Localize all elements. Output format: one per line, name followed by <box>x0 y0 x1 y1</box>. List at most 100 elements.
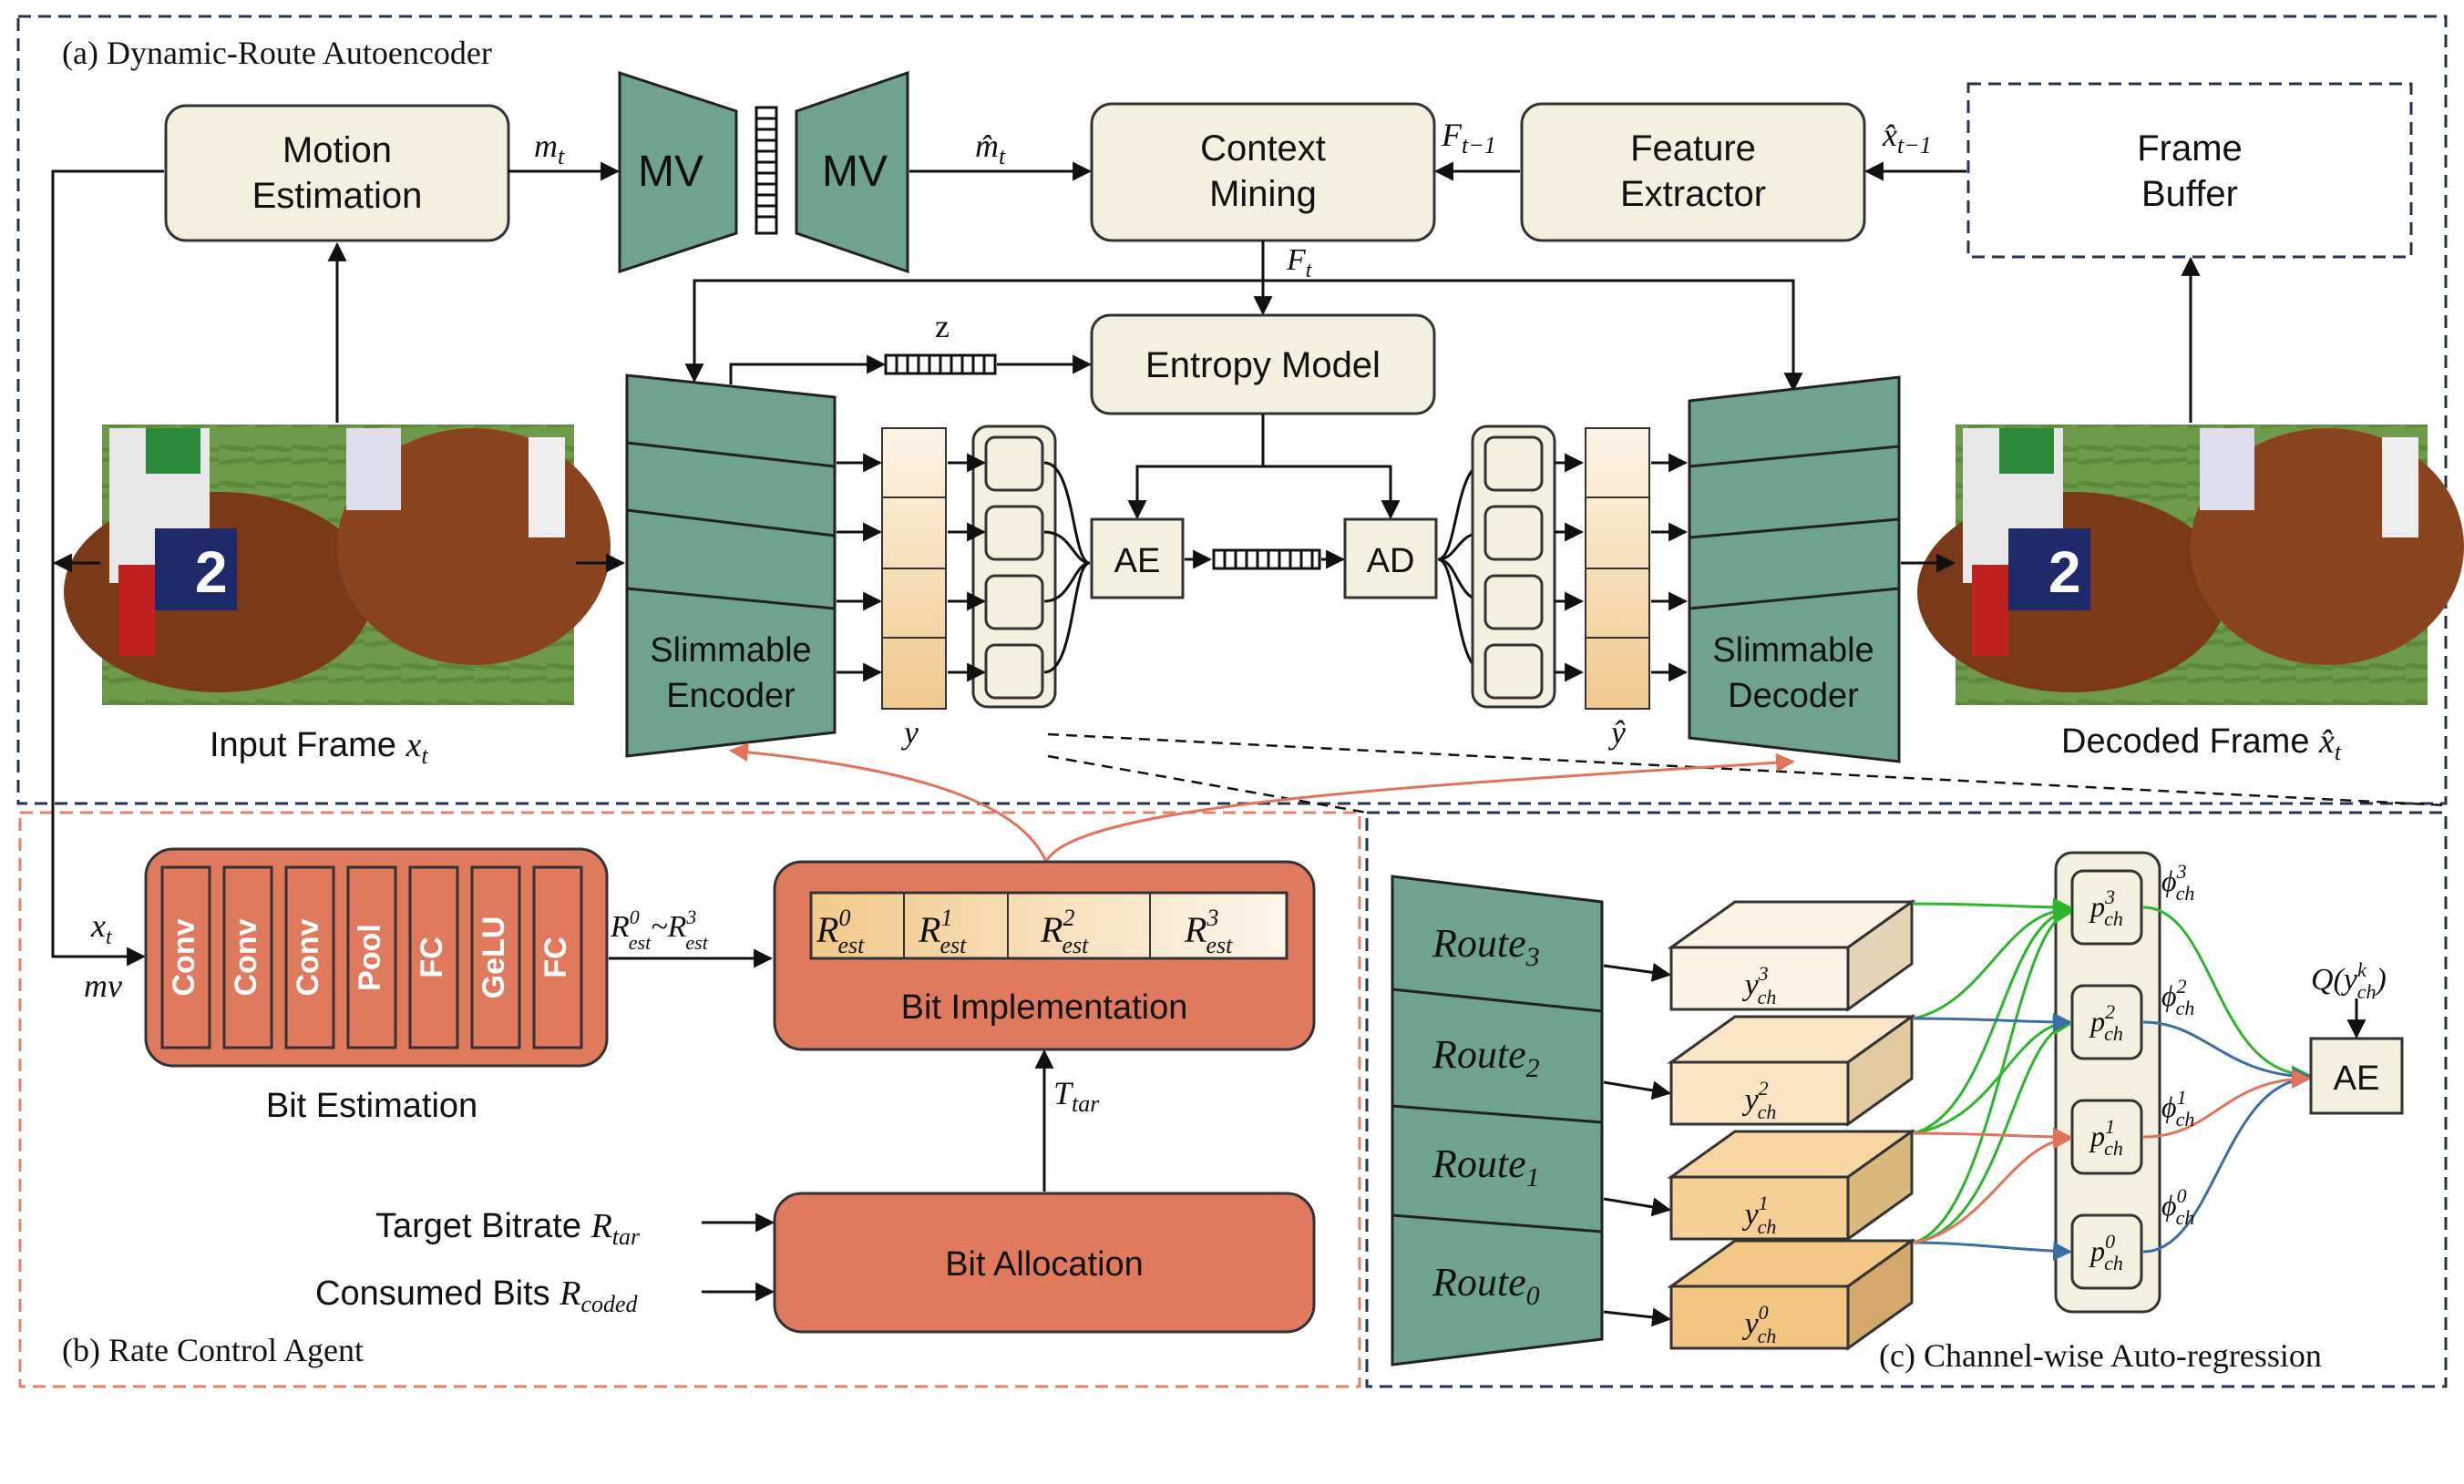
ae-label: AE <box>1114 542 1161 580</box>
route-3-label: Route3 <box>1432 921 1540 972</box>
yhat-to-decoder-arrows <box>1651 453 1689 682</box>
layer-2-box <box>284 865 335 1049</box>
mv-encoder-label: MV <box>638 148 703 196</box>
label-m-t: mt <box>534 128 565 169</box>
ad-to-group-curves <box>1437 461 1486 674</box>
rate-signal-to-encoder <box>728 742 1048 863</box>
bit-allocation-block: Bit Allocation <box>773 1192 1316 1334</box>
arrow-encoder-to-z <box>729 354 887 384</box>
decoder-slice-group <box>1471 425 1556 709</box>
green-context-arrows <box>1913 897 2312 1244</box>
ych-1-block <box>1667 1129 1916 1242</box>
slimmable-encoder: Slimmable Encoder <box>625 374 837 758</box>
ych-0-block <box>1667 1238 1916 1351</box>
section-c-title: (c) Channel-wise Auto-regression <box>1879 1337 2322 1374</box>
mv-decoder-label: MV <box>822 148 888 196</box>
context-mining-block: Context Mining <box>1090 102 1436 242</box>
context-mining-line1: Context <box>1200 128 1326 169</box>
section-a-title: (a) Dynamic-Route Autoencoder <box>62 35 492 71</box>
layer-3-label: Pool <box>353 924 387 991</box>
decoder-line1: Slimmable <box>1712 631 1874 670</box>
arrow-ft-to-decoder <box>1263 279 1803 393</box>
label-t-tar: Ttar <box>1053 1075 1100 1117</box>
y-latent-column <box>881 427 947 710</box>
y-hat-label: ŷ <box>1608 714 1626 751</box>
z-latent-bar <box>884 353 997 375</box>
input-frame-label: Input Frame xt <box>210 726 428 769</box>
ad-label: AD <box>1367 542 1415 580</box>
mv-decoder: MV <box>795 70 909 274</box>
y-hat-latent-column <box>1585 427 1650 710</box>
red-context-arrows <box>1913 1069 2312 1244</box>
layer-6-label: FC <box>539 936 573 977</box>
motion-estimation-block: Motion Estimation <box>164 104 510 242</box>
bitstream-bar <box>1212 548 1321 570</box>
motion-estimation-line1: Motion <box>282 130 392 170</box>
bit-implementation-label: Bit Implementation <box>901 988 1188 1027</box>
decoder-line2: Decoder <box>1728 677 1859 715</box>
frame-buffer-line2: Buffer <box>2141 174 2238 214</box>
route-2-label: Route2 <box>1432 1032 1540 1083</box>
label-m-hat-t: m̂t <box>975 128 1006 169</box>
layer-0-label: Conv <box>167 918 201 996</box>
feature-extractor-line2: Extractor <box>1620 174 1766 214</box>
blue-context-arrows <box>1913 1012 2312 1261</box>
z-label: z <box>935 308 950 344</box>
ad-block: AD <box>1343 517 1438 599</box>
bit-estimation-label: Bit Estimation <box>266 1087 477 1125</box>
target-bitrate-label: Target Bitrate Rtar <box>375 1207 641 1250</box>
layer-6-box <box>532 865 583 1049</box>
bit-implementation-block: Bit Implementation <box>773 860 1316 1051</box>
entropy-model-block: Entropy Model <box>1090 313 1436 415</box>
layer-0-box <box>160 865 211 1049</box>
section-a-frame <box>16 15 2448 805</box>
layer-4-box <box>408 865 459 1049</box>
encoder-to-y-arrows <box>837 453 883 682</box>
layer-4-label: FC <box>415 936 449 977</box>
label-f-t-minus-1: Ft−1 <box>1441 117 1496 159</box>
label-x-t-input: xt <box>90 907 113 949</box>
arrow-ft-to-encoder <box>684 279 1263 384</box>
pch-column <box>2054 851 2161 1314</box>
label-x-hat-t-minus-1: x̂t−1 <box>1882 117 1932 159</box>
encoder-line2: Encoder <box>666 677 796 715</box>
ae-block: AE <box>1090 517 1185 599</box>
ych-2-block <box>1667 1014 1916 1127</box>
layer-5-label: GeLU <box>477 916 511 999</box>
frame-buffer-line1: Frame <box>2137 128 2243 169</box>
section-b-frame <box>18 811 1361 1388</box>
feature-extractor-block: Feature Extractor <box>1520 102 1866 242</box>
arrow-entropy-to-ad <box>1263 465 1401 520</box>
consumed-bits-label: Consumed Bits Rcoded <box>315 1274 639 1317</box>
route-to-ych-arrows <box>1603 962 1672 1327</box>
arrow-entropy-to-ae <box>1127 414 1265 520</box>
feature-extractor-line1: Feature <box>1630 128 1756 169</box>
y-to-group-arrows <box>948 453 987 682</box>
decoded-frame-image: 2 <box>1917 425 2464 705</box>
route-stack <box>1391 875 1604 1366</box>
route-0-label: Route0 <box>1432 1260 1540 1311</box>
layer-1-box <box>222 865 273 1049</box>
layer-3-box <box>346 865 397 1049</box>
zoom-line-upper <box>1047 732 2447 807</box>
section-b-title: (b) Rate Control Agent <box>62 1332 364 1368</box>
mv-latent-bar <box>755 106 778 235</box>
ych-3-block <box>1667 899 1916 1012</box>
input-frame-image: 2 <box>64 425 611 705</box>
channel-ae-block: AE <box>2309 1037 2404 1115</box>
bit-allocation-label: Bit Allocation <box>945 1245 1144 1284</box>
route-1-label: Route1 <box>1432 1141 1540 1192</box>
section-c-frame <box>1365 811 2448 1388</box>
slimmable-decoder: Slimmable Decoder <box>1688 375 1901 763</box>
label-f-t: Ft <box>1286 243 1313 282</box>
encoder-slice-group <box>971 425 1057 709</box>
layer-1-label: Conv <box>229 918 263 996</box>
rate-signal-to-decoder <box>1044 752 1796 863</box>
